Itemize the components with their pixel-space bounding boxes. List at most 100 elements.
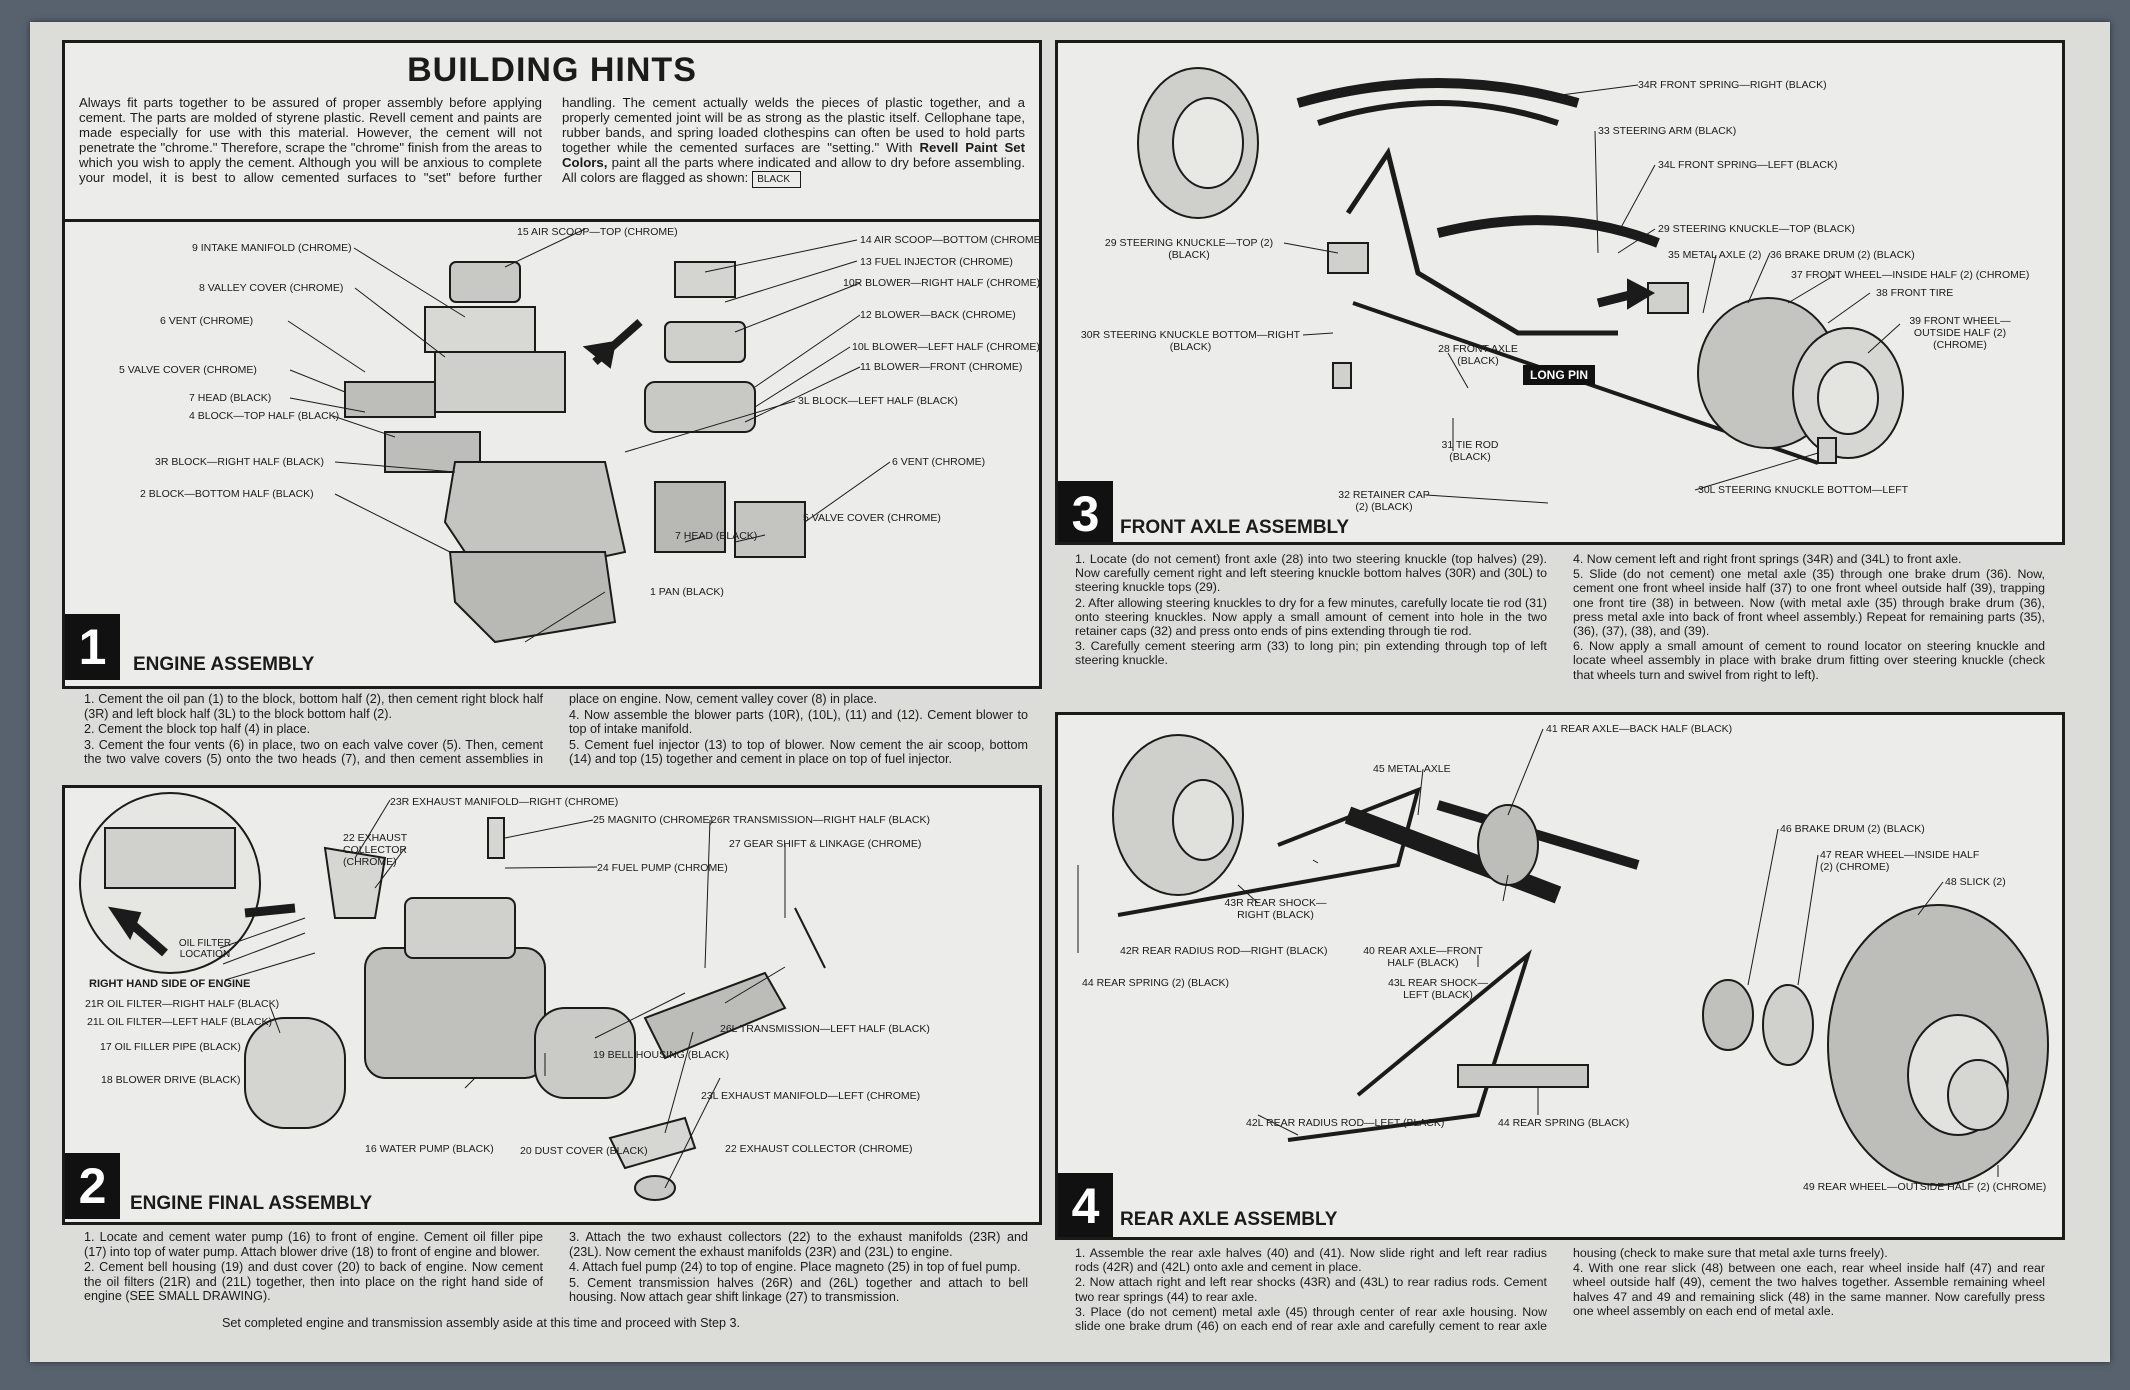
- step4-instruction: 2. Now attach right and left rear shocks…: [1075, 1275, 1547, 1304]
- label-part-18: 18 BLOWER DRIVE (BLACK): [101, 1074, 241, 1086]
- label-part-23r: 23R EXHAUST MANIFOLD—RIGHT (CHROME): [390, 796, 619, 808]
- step4-badge: 4: [1058, 1173, 1113, 1237]
- step4-instruction: 4. With one rear slick (48) between one …: [1573, 1261, 2045, 1318]
- label-part-36: 36 BRAKE DRUM (2) (BLACK): [1770, 249, 1915, 261]
- label-part-5a: 5 VALVE COVER (CHROME): [119, 364, 257, 376]
- hints-title: BUILDING HINTS: [407, 51, 697, 89]
- step3-instruction: 5. Slide (do not cement) one metal axle …: [1573, 567, 2045, 639]
- label-part-16: 16 WATER PUMP (BLACK): [365, 1143, 494, 1155]
- hints-text-a: Always fit parts together to be assured …: [79, 95, 1025, 185]
- label-part-17: 17 OIL FILLER PIPE (BLACK): [100, 1041, 241, 1053]
- label-part-26r: 26R TRANSMISSION—RIGHT HALF (BLACK): [711, 814, 930, 826]
- label-part-43l: 43L REAR SHOCK—LEFT (BLACK): [1388, 977, 1488, 1001]
- label-part-20: 20 DUST COVER (BLACK): [520, 1145, 648, 1157]
- front-axle-diagram: [1137, 67, 1904, 504]
- long-pin-tag: LONG PIN: [1523, 365, 1596, 385]
- label-part-13: 13 FUEL INJECTOR (CHROME): [860, 256, 1013, 268]
- label-part-30r: 30R STEERING KNUCKLE BOTTOM—RIGHT (BLACK…: [1080, 329, 1301, 353]
- label-part-22b: 22 EXHAUST COLLECTOR (CHROME): [725, 1143, 913, 1155]
- label-right-hand-side: RIGHT HAND SIDE OF ENGINE: [89, 978, 251, 990]
- step4-instruction: 3. Place (do not cement) metal axle (45)…: [1075, 1246, 1888, 1334]
- step2-instruction: 2. Cement bell housing (19) and dust cov…: [84, 1260, 543, 1304]
- label-part-24: 24 FUEL PUMP (CHROME): [597, 862, 728, 874]
- label-part-15: 15 AIR SCOOP—TOP (CHROME): [517, 226, 678, 238]
- building-hints-panel: BUILDING HINTS Always fit parts together…: [62, 40, 1042, 222]
- label-part-7b: 7 HEAD (BLACK): [675, 530, 758, 542]
- step2-footer: Set completed engine and transmission as…: [222, 1316, 741, 1330]
- label-part-22a: 22 EXHAUST COLLECTOR (CHROME): [343, 832, 407, 868]
- step1-badge: 1: [65, 614, 120, 680]
- label-part-3l: 3L BLOCK—LEFT HALF (BLACK): [798, 395, 958, 407]
- step4-title: REAR AXLE ASSEMBLY: [1120, 1209, 1338, 1230]
- label-part-29b: 29 STEERING KNUCKLE—TOP (2) (BLACK): [1104, 237, 1274, 261]
- label-part-7a: 7 HEAD (BLACK): [189, 392, 272, 404]
- step4-panel: 41 REAR AXLE—BACK HALF (BLACK) 45 METAL …: [1055, 712, 2065, 1240]
- step1-panel: 15 AIR SCOOP—TOP (CHROME) 14 AIR SCOOP—B…: [62, 219, 1042, 689]
- label-part-31: 31 TIE ROD (BLACK): [1441, 439, 1499, 463]
- label-part-37: 37 FRONT WHEEL—INSIDE HALF (2) (CHROME): [1791, 269, 2030, 281]
- label-part-11: 11 BLOWER—FRONT (CHROME): [860, 361, 1023, 373]
- color-flag-example: BLACK: [752, 171, 801, 188]
- label-part-5b: 5 VALVE COVER (CHROME): [803, 512, 941, 524]
- step3-instruction: 6. Now apply a small amount of cement to…: [1573, 639, 2045, 682]
- label-part-42l: 42L REAR RADIUS ROD—LEFT (BLACK): [1246, 1117, 1445, 1129]
- label-part-10r: 10R BLOWER—RIGHT HALF (CHROME): [843, 277, 1040, 289]
- label-part-30l: 30L STEERING KNUCKLE BOTTOM—LEFT: [1698, 484, 1909, 496]
- step2-badge: 2: [65, 1153, 120, 1219]
- label-part-8: 8 VALLEY COVER (CHROME): [199, 282, 344, 294]
- label-part-2: 2 BLOCK—BOTTOM HALF (BLACK): [140, 488, 314, 500]
- left-page: BUILDING HINTS Always fit parts together…: [62, 40, 1042, 1350]
- label-part-25: 25 MAGNITO (CHROME): [593, 814, 713, 826]
- label-part-46: 46 BRAKE DRUM (2) (BLACK): [1780, 823, 1925, 835]
- label-part-21r: 21R OIL FILTER—RIGHT HALF (BLACK): [85, 998, 280, 1010]
- step1-title: ENGINE ASSEMBLY: [133, 654, 315, 675]
- label-part-28: 28 FRONT AXLE (BLACK): [1438, 343, 1518, 367]
- hints-text-b: paint all the parts where indicated and …: [562, 155, 1025, 185]
- label-part-12: 12 BLOWER—BACK (CHROME): [860, 309, 1016, 321]
- step2-instruction: 1. Locate and cement water pump (16) to …: [84, 1230, 543, 1259]
- label-part-32: 32 RETAINER CAP (2) (BLACK): [1338, 489, 1430, 513]
- label-part-41: 41 REAR AXLE—BACK HALF (BLACK): [1546, 723, 1733, 735]
- label-part-43r: 43R REAR SHOCK—RIGHT (BLACK): [1224, 897, 1327, 921]
- step3-panel: 34R FRONT SPRING—RIGHT (BLACK) 33 STEERI…: [1055, 40, 2065, 545]
- step4-instruction: 1. Assemble the rear axle halves (40) an…: [1075, 1246, 1547, 1275]
- hints-brand: Revell Paint Set Colors,: [562, 140, 1025, 170]
- label-part-49: 49 REAR WHEEL—OUTSIDE HALF (2) (CHROME): [1803, 1181, 2047, 1193]
- label-oil-filter-location: OIL FILTER LOCATION: [178, 938, 232, 960]
- label-part-19: 19 BELL HOUSING (BLACK): [593, 1049, 730, 1061]
- label-part-27: 27 GEAR SHIFT & LINKAGE (CHROME): [729, 838, 922, 850]
- label-part-40: 40 REAR AXLE—FRONT HALF (BLACK): [1363, 945, 1483, 969]
- right-page: 34R FRONT SPRING—RIGHT (BLACK) 33 STEERI…: [1055, 40, 2065, 1350]
- step1-instruction: 2. Cement the block top half (4) in plac…: [84, 722, 311, 737]
- label-part-39: 39 FRONT WHEEL— OUTSIDE HALF (2) (CHROME…: [1909, 315, 2011, 351]
- label-part-4: 4 BLOCK—TOP HALF (BLACK): [189, 410, 340, 422]
- label-part-23l: 23L EXHAUST MANIFOLD—LEFT (CHROME): [701, 1090, 921, 1102]
- label-part-47: 47 REAR WHEEL—INSIDE HALF (2) (CHROME): [1820, 849, 1980, 873]
- step3-instruction: 4. Now cement left and right front sprin…: [1573, 552, 1962, 566]
- label-part-3r: 3R BLOCK—RIGHT HALF (BLACK): [155, 456, 325, 468]
- step3-title: FRONT AXLE ASSEMBLY: [1120, 517, 1350, 538]
- step1-instruction: 5. Cement fuel injector (13) to top of b…: [569, 737, 1028, 767]
- rear-axle-diagram: [1077, 728, 2049, 1186]
- label-part-6b: 6 VENT (CHROME): [892, 456, 986, 468]
- step1-instructions: 1. Cement the oil pan (1) to the block, …: [84, 692, 1028, 780]
- engine-final-diagram: [79, 792, 826, 1201]
- step2-panel: 23R EXHAUST MANIFOLD—RIGHT (CHROME) 25 M…: [62, 785, 1042, 1225]
- step3-instruction: 1. Locate (do not cement) front axle (28…: [1075, 552, 1547, 595]
- label-part-1: 1 PAN (BLACK): [650, 586, 724, 598]
- hints-body: Always fit parts together to be assured …: [79, 95, 1025, 219]
- label-part-38: 38 FRONT TIRE: [1876, 287, 1954, 299]
- step3-instruction: 3. Carefully cement steering arm (33) to…: [1075, 639, 1547, 668]
- label-part-33: 33 STEERING ARM (BLACK): [1598, 125, 1737, 137]
- label-part-44a: 44 REAR SPRING (2) (BLACK): [1082, 977, 1230, 989]
- label-part-26l: 26L TRANSMISSION—LEFT HALF (BLACK): [720, 1023, 930, 1035]
- label-part-10l: 10L BLOWER—LEFT HALF (CHROME): [852, 341, 1040, 353]
- step4-instructions: 1. Assemble the rear axle halves (40) an…: [1075, 1246, 2045, 1338]
- step3-instructions: 1. Locate (do not cement) front axle (28…: [1075, 552, 2045, 692]
- label-part-14: 14 AIR SCOOP—BOTTOM (CHROME): [860, 234, 1042, 246]
- label-part-9: 9 INTAKE MANIFOLD (CHROME): [192, 242, 352, 254]
- label-part-42r: 42R REAR RADIUS ROD—RIGHT (BLACK): [1120, 945, 1328, 957]
- label-part-34r: 34R FRONT SPRING—RIGHT (BLACK): [1638, 79, 1827, 91]
- step3-badge: 3: [1058, 481, 1113, 542]
- label-part-29a: 29 STEERING KNUCKLE—TOP (BLACK): [1658, 223, 1855, 235]
